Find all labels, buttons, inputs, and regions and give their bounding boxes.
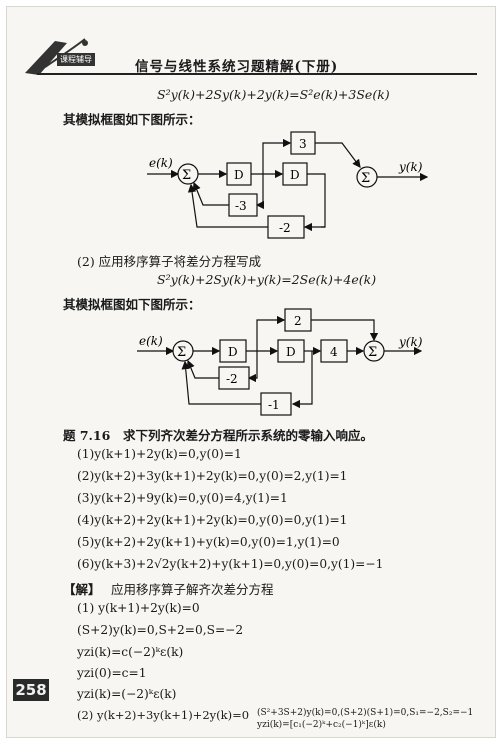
solution-line: yzi(k)=c(−2)ᵏε(k) bbox=[77, 645, 184, 659]
diagram-1-sum1: Σ bbox=[182, 168, 191, 183]
diagram-1-sum2: Σ bbox=[361, 171, 370, 186]
problem-number: 题 7.16 bbox=[63, 428, 111, 443]
solution-line: yzi(k)=[c₁(−2)ᵏ+c₂(−1)ᵏ]ε(k) bbox=[257, 720, 386, 730]
problem-item: (1)y(k+1)+2y(k)=0,y(0)=1 bbox=[77, 447, 242, 461]
problem-item: (3)y(k+2)+9y(k)=0,y(0)=4,y(1)=1 bbox=[77, 491, 288, 505]
solution-line: (S²+3S+2)y(k)=0,(S+2)(S+1)=0,S₁=−2,S₂=−1 bbox=[257, 708, 474, 718]
logo-graphic bbox=[25, 38, 88, 75]
diagram-2-sum2: Σ bbox=[368, 345, 377, 360]
diagram-1-delay2: D bbox=[290, 168, 300, 182]
problem-item: (4)y(k+2)+2y(k+1)+2y(k)=0,y(0)=0,y(1)=1 bbox=[77, 513, 348, 527]
running-header: 信号与线性系统习题精解(下册) bbox=[135, 59, 339, 75]
book-page: 课程辅导 信号与线性系统习题精解(下册) S²y(k)+2Sy(k)+2y(k)… bbox=[6, 6, 496, 738]
solution-line: yzi(0)=c=1 bbox=[77, 666, 147, 680]
block-diagram-2: e(k) y(k) Σ Σ D D 2 4 -2 -1 bbox=[137, 308, 423, 416]
diagram-2-input-label: e(k) bbox=[139, 334, 163, 348]
diagram-1-input-label: e(k) bbox=[149, 156, 173, 170]
diagram-1-gain-fb1: -3 bbox=[235, 199, 247, 213]
solution-label: 【解】 bbox=[63, 582, 101, 597]
diagram-2-output-label: y(k) bbox=[398, 335, 423, 349]
diagram-1-gain-fb2: -2 bbox=[279, 221, 291, 235]
problem-statement: 求下列齐次差分方程所示系统的零输入响应。 bbox=[123, 428, 374, 443]
problem-item: (2)y(k+2)+3y(k+1)+2y(k)=0,y(0)=2,y(1)=1 bbox=[77, 469, 348, 483]
diagram-1-delay1: D bbox=[234, 168, 244, 182]
logo-text: 课程辅导 bbox=[57, 53, 95, 66]
header-rule bbox=[37, 73, 477, 75]
problem-item: (5)y(k+2)+2y(k+1)+y(k)=0,y(0)=1,y(1)=0 bbox=[77, 535, 340, 549]
diagram-2-gain-fb2: -1 bbox=[268, 398, 280, 412]
block-diagram-1: e(k) y(k) Σ Σ D D 3 -3 -2 bbox=[147, 131, 429, 239]
part-2-intro: (2) 应用移序算子将差分方程写成 bbox=[77, 254, 262, 269]
solution-line: (2) y(k+2)+3y(k+1)+2y(k)=0 bbox=[77, 708, 250, 722]
problem-item: (6)y(k+3)+2√2y(k+2)+y(k+1)=0,y(0)=0,y(1)… bbox=[77, 557, 384, 571]
diagram-2-delay1: D bbox=[228, 345, 238, 359]
solution-line: yzi(k)=(−2)ᵏε(k) bbox=[77, 687, 177, 701]
diagram-2-caption: 其模拟框图如下图所示： bbox=[63, 297, 201, 312]
diagram-2-gain-top: 2 bbox=[294, 314, 302, 328]
equation-1: S²y(k)+2Sy(k)+2y(k)=S²e(k)+3Se(k) bbox=[157, 87, 390, 102]
diagram-2-gain-fb1: -2 bbox=[226, 372, 238, 386]
solution-intro: 应用移序算子解齐次差分方程 bbox=[111, 582, 274, 597]
diagram-2-delay2: D bbox=[286, 345, 296, 359]
diagram-2-gain-mid: 4 bbox=[330, 345, 338, 359]
diagram-2-sum1: Σ bbox=[177, 345, 186, 360]
diagram-1-gain-top: 3 bbox=[299, 137, 307, 151]
diagram-1-caption: 其模拟框图如下图所示： bbox=[63, 112, 201, 127]
publisher-logo bbox=[15, 37, 125, 77]
page-number: 258 bbox=[13, 679, 49, 701]
diagram-1-output-label: y(k) bbox=[398, 160, 423, 174]
solution-line: (1) y(k+1)+2y(k)=0 bbox=[77, 601, 200, 615]
solution-line: (S+2)y(k)=0,S+2=0,S=−2 bbox=[77, 623, 244, 637]
equation-2: S²y(k)+2Sy(k)+y(k)=2Se(k)+4e(k) bbox=[157, 272, 377, 287]
